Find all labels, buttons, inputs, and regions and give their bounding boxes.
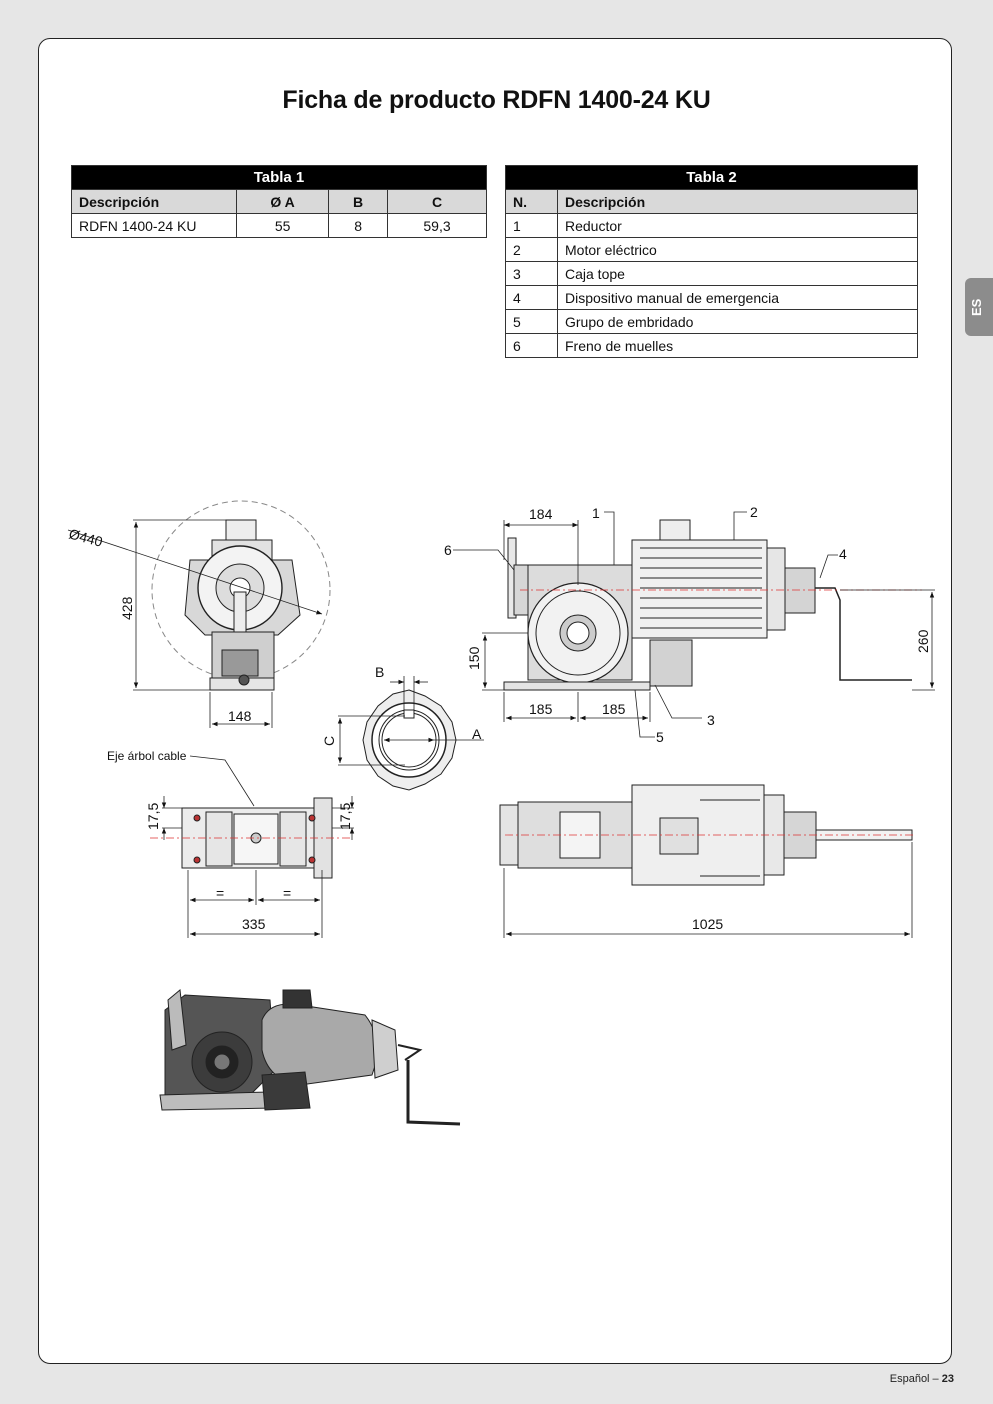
table-cell: 8: [328, 213, 389, 238]
dim-c: C: [321, 736, 337, 746]
table-2-title: Tabla 2: [505, 165, 918, 190]
table-cell: 59,3: [387, 213, 487, 238]
dim-150: 150: [466, 646, 482, 670]
language-tab[interactable]: ES: [965, 278, 993, 336]
table-cell: Reductor: [557, 213, 918, 238]
dim-184: 184: [529, 506, 553, 522]
dim-diameter-440: Ø440: [67, 525, 104, 549]
table-2-header: N.: [505, 189, 558, 214]
page-title: Ficha de producto RDFN 1400-24 KU: [282, 86, 711, 114]
dim-a: A: [472, 726, 482, 742]
front-view-dimensions: [67, 519, 323, 728]
dim-185-right: 185: [602, 701, 626, 717]
dim-equal-right: =: [283, 885, 291, 901]
dim-185-left: 185: [529, 701, 553, 717]
table-cell: RDFN 1400-24 KU: [71, 213, 237, 238]
page-number: 23: [941, 1373, 954, 1385]
product-3d-illustration: [159, 989, 461, 1126]
table-cell: Grupo de embridado: [557, 309, 918, 334]
table-cell: 4: [505, 285, 558, 310]
top-view-drawing: [150, 797, 350, 879]
table-1-header: Ø A: [235, 189, 330, 214]
side-view-dimensions: [453, 511, 935, 738]
top-view-dimensions: [161, 755, 355, 938]
plan-view-dimensions: [503, 842, 913, 938]
callout-5: 5: [656, 729, 664, 745]
side-view-drawing: [503, 519, 922, 691]
front-view-drawing: [151, 500, 331, 691]
table-2-header: Descripción: [557, 189, 918, 214]
dim-335: 335: [242, 916, 266, 932]
shaft-dimensions: [337, 676, 484, 766]
callout-4: 4: [839, 546, 847, 562]
dim-260: 260: [915, 629, 931, 653]
table-1-header: C: [387, 189, 487, 214]
table-1-title: Tabla 1: [71, 165, 487, 190]
table-cell: 55: [235, 213, 330, 238]
dim-equal-left: =: [216, 885, 224, 901]
label-cable-shaft: Eje árbol cable: [107, 749, 187, 763]
dim-17-5-left: 17,5: [145, 803, 161, 830]
plan-view-drawing: [499, 784, 915, 886]
dim-17-5-right: 17,5: [337, 803, 353, 830]
dim-b: B: [375, 664, 384, 680]
table-1: Tabla 1 Descripción Ø A B C RDFN 1400-24…: [71, 165, 487, 238]
callout-2: 2: [750, 504, 758, 520]
table-cell: Motor eléctrico: [557, 237, 918, 262]
table-cell: 3: [505, 261, 558, 286]
callout-3: 3: [707, 712, 715, 728]
callout-1: 1: [592, 505, 600, 521]
dim-1025: 1025: [692, 916, 723, 932]
table-cell: Dispositivo manual de emergencia: [557, 285, 918, 310]
table-cell: 6: [505, 333, 558, 358]
table-row: RDFN 1400-24 KU 55 8 59,3: [71, 213, 487, 238]
table-cell: Freno de muelles: [557, 333, 918, 358]
callout-6: 6: [444, 542, 452, 558]
dim-width-148: 148: [228, 708, 252, 724]
footer-language: Español –: [889, 1373, 939, 1385]
page-footer: Español – 23: [890, 1373, 954, 1385]
dim-height-428: 428: [119, 596, 135, 620]
